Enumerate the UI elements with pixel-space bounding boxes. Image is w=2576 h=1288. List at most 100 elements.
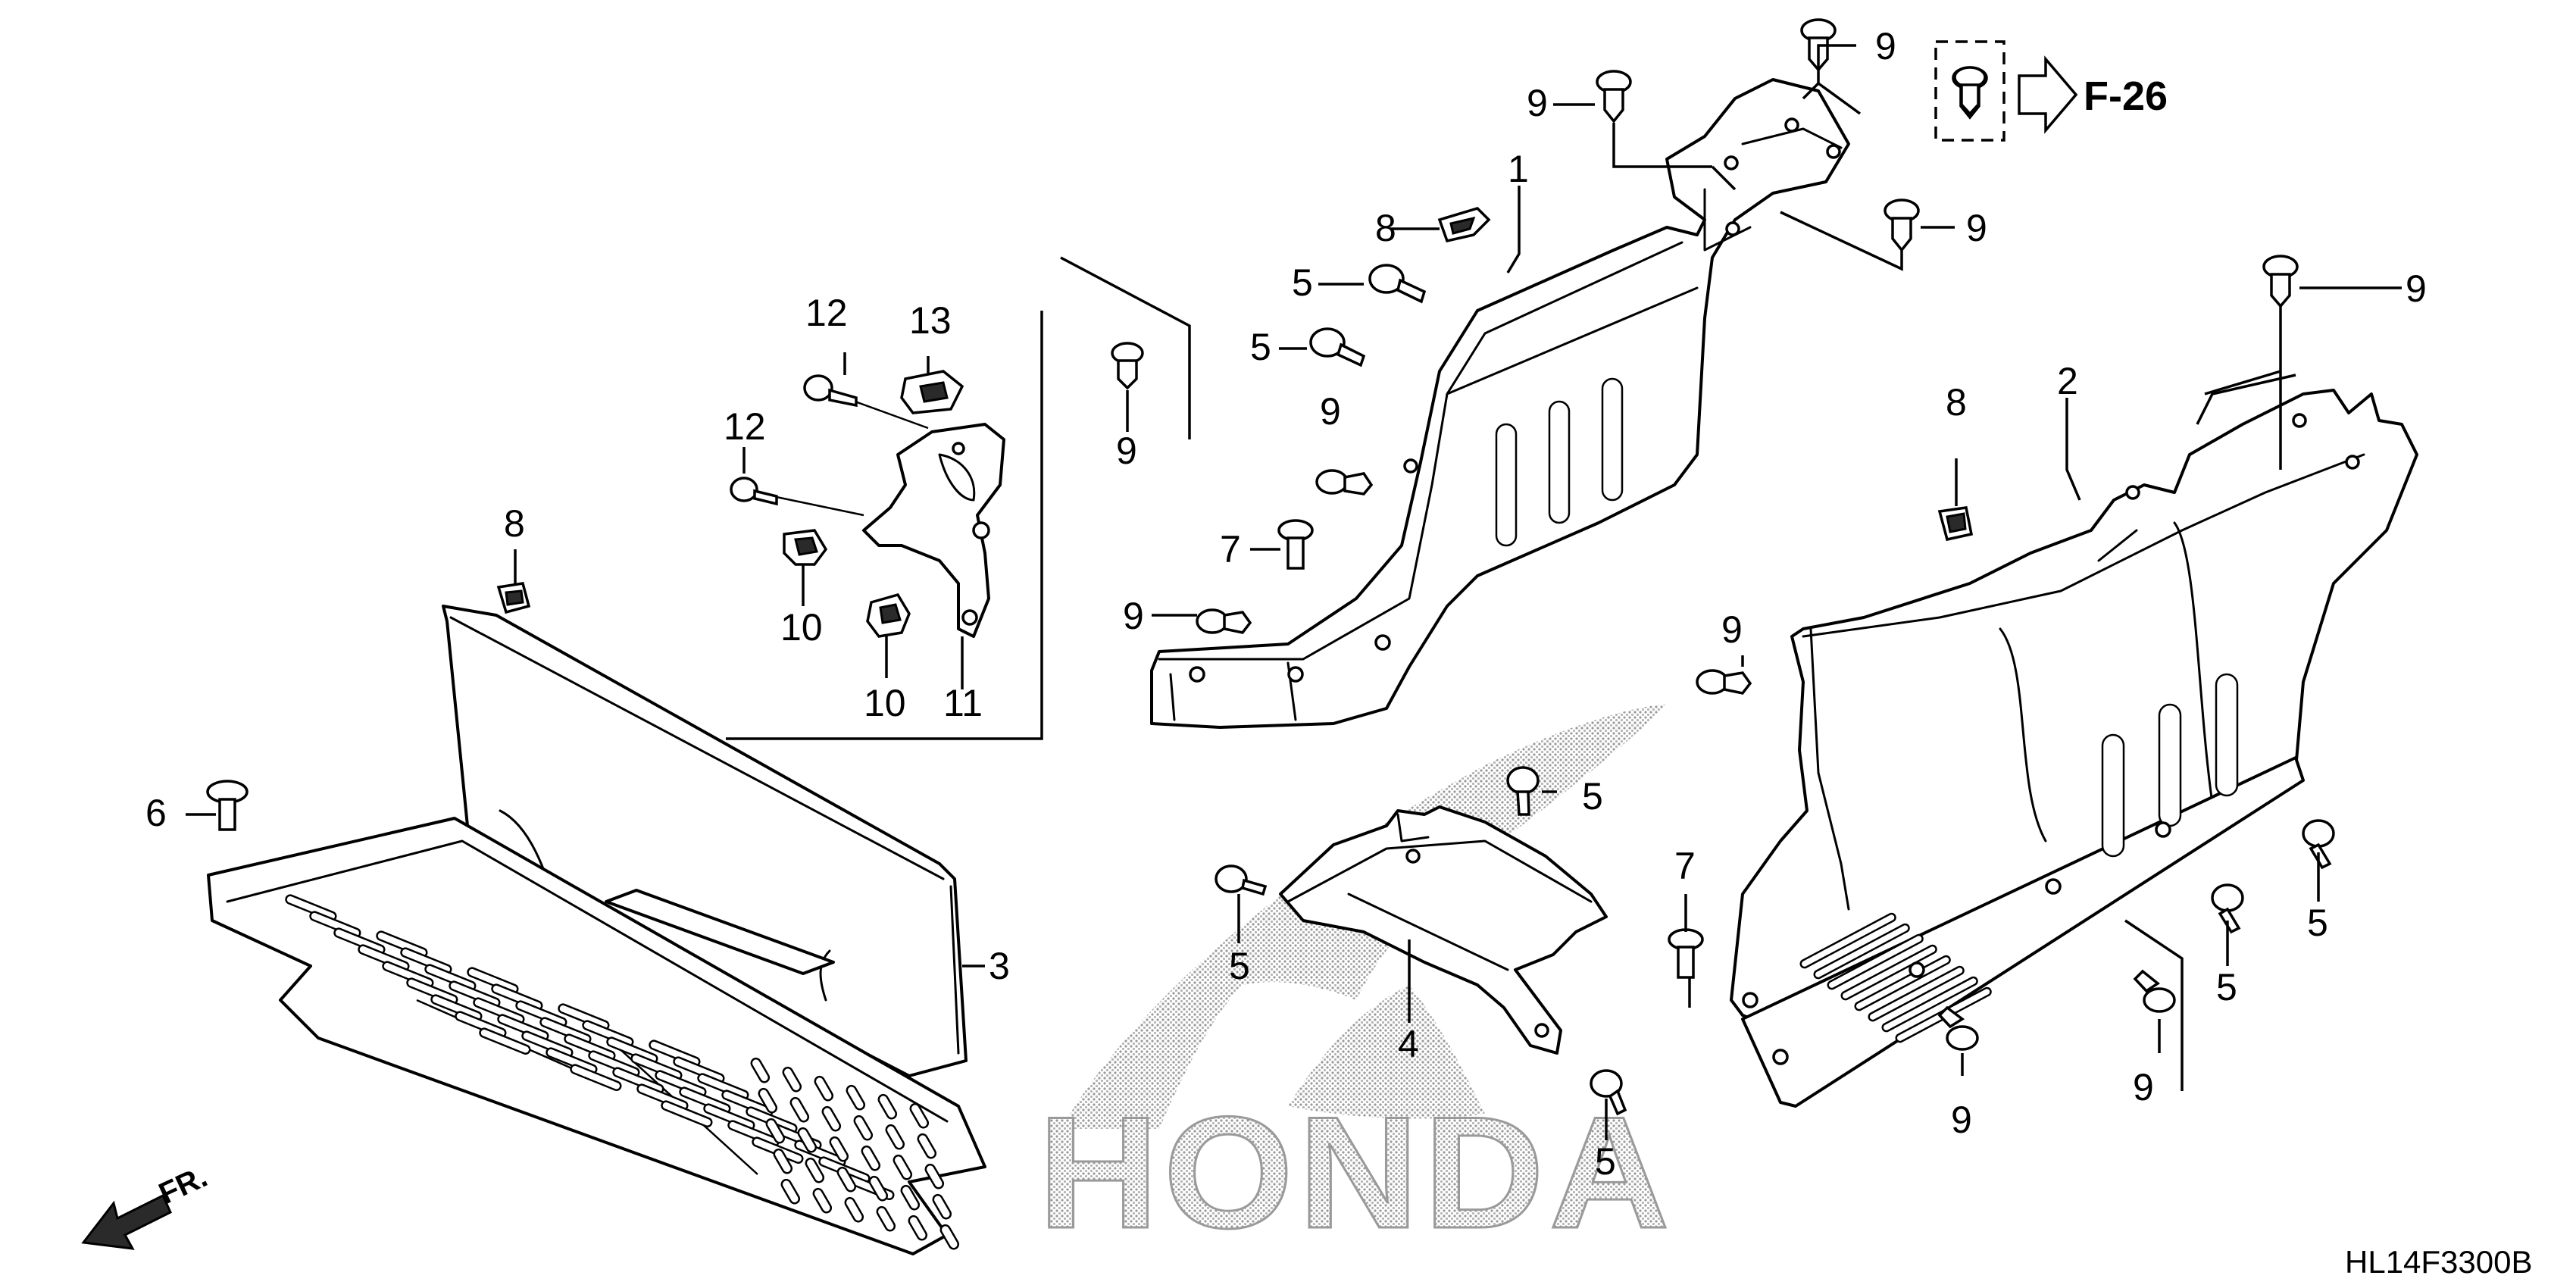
bolt-part-5-f bbox=[2211, 883, 2244, 934]
vent-slot bbox=[455, 1011, 507, 1039]
vent-slot bbox=[582, 1020, 634, 1048]
cross-ref-clip bbox=[1953, 66, 1987, 116]
bolt-part-5-d bbox=[1215, 864, 1268, 896]
vent-slot bbox=[750, 1057, 771, 1083]
callout-5-b: 5 bbox=[1250, 326, 1271, 368]
bolt-part-5-g bbox=[2302, 819, 2335, 870]
vent-slot bbox=[853, 1114, 874, 1141]
vent-slot bbox=[1854, 955, 1951, 1011]
vent-slot bbox=[358, 944, 410, 972]
cross-ref-dashed-box bbox=[1934, 40, 2005, 142]
bolt-part-5-b bbox=[1309, 327, 1366, 367]
clip-part-8-b bbox=[496, 582, 531, 614]
vent-slot bbox=[876, 1205, 896, 1232]
callout-11: 11 bbox=[943, 682, 983, 724]
vent-slot bbox=[932, 1193, 952, 1220]
vent-slot bbox=[782, 1066, 802, 1093]
vent-slot bbox=[430, 994, 483, 1022]
vent-slot bbox=[424, 964, 477, 992]
callout-5-c: 5 bbox=[1582, 775, 1603, 818]
bracket-part-4 bbox=[1279, 805, 1608, 1055]
vent-slot bbox=[877, 1093, 898, 1120]
cover-rib bbox=[2215, 673, 2239, 797]
callout-7-b: 7 bbox=[1674, 845, 1696, 887]
bolt-part-7-b bbox=[1668, 928, 1704, 979]
cross-reference-label: F-26 bbox=[2084, 73, 2168, 119]
vent-slot bbox=[780, 1178, 801, 1205]
callout-13: 13 bbox=[909, 299, 952, 342]
vent-slot bbox=[612, 1067, 664, 1095]
callout-9-a: 9 bbox=[1527, 82, 1548, 124]
push-clip-part-9-f bbox=[1315, 469, 1374, 496]
screw-part-12-upper bbox=[803, 374, 858, 408]
push-clip-part-9-d bbox=[1884, 199, 1920, 252]
vent-slot bbox=[1840, 944, 1937, 1001]
vent-slot bbox=[812, 1187, 833, 1214]
front-direction-indicator: FR. bbox=[81, 1160, 212, 1250]
vent-slot bbox=[805, 1157, 825, 1183]
clip-part-13 bbox=[900, 370, 964, 414]
vent-slot bbox=[515, 1000, 567, 1028]
vent-slot bbox=[836, 1166, 857, 1193]
vent-slot bbox=[846, 1084, 866, 1111]
callout-labels: 1 2 3 4 5 5 5 5 5 5 5 6 7 7 8 8 8 9 9 9 … bbox=[145, 25, 2427, 1183]
callout-9-i: 9 bbox=[1951, 1099, 1972, 1141]
vent-slot bbox=[917, 1133, 937, 1159]
vent-slot bbox=[467, 967, 519, 995]
vent-slot bbox=[829, 1136, 849, 1162]
vent-slot bbox=[655, 1070, 707, 1098]
cover-rib bbox=[1601, 377, 1624, 502]
vent-slot bbox=[1827, 933, 1924, 990]
cover-1-ribs bbox=[1495, 377, 1624, 547]
vent-slot bbox=[697, 1073, 749, 1101]
vent-slot bbox=[309, 911, 361, 939]
vent-slot bbox=[473, 997, 525, 1025]
side-cover-part-2 bbox=[1730, 389, 2418, 1108]
side-cover-part-2-body bbox=[1730, 389, 2418, 1100]
callout-9-d: 9 bbox=[2406, 267, 2427, 310]
vent-slot bbox=[773, 1148, 793, 1174]
vent-slot bbox=[797, 1127, 818, 1153]
vent-slot bbox=[497, 1014, 549, 1042]
callout-5-d: 5 bbox=[1229, 945, 1250, 987]
honda-watermark: HONDA bbox=[1037, 705, 1671, 1263]
vent-slot bbox=[491, 983, 543, 1011]
callout-7-a: 7 bbox=[1220, 528, 1241, 571]
callout-9-j: 9 bbox=[2133, 1066, 2154, 1108]
vent-slot bbox=[861, 1145, 881, 1171]
callout-2: 2 bbox=[2057, 360, 2078, 402]
push-clip-part-9-a bbox=[1596, 70, 1632, 123]
clip-part-8-a bbox=[1437, 207, 1491, 243]
vent-slot bbox=[679, 1086, 731, 1114]
vent-slot bbox=[479, 1027, 531, 1055]
vent-slot bbox=[893, 1154, 913, 1180]
vent-slot bbox=[285, 894, 337, 922]
vent-slot bbox=[539, 1017, 592, 1045]
callout-9-h: 9 bbox=[1721, 608, 1743, 651]
side-cover-part-2-skirt bbox=[1741, 756, 2305, 1108]
floor-panel-part-3 bbox=[207, 605, 986, 1255]
cross-ref-arrow-icon bbox=[2018, 55, 2078, 134]
callout-12-a: 12 bbox=[805, 292, 848, 334]
clip-part-8-c bbox=[1937, 506, 1974, 542]
vent-slot bbox=[765, 1118, 786, 1144]
clip-part-10-upper bbox=[783, 529, 828, 566]
vent-slot bbox=[727, 1120, 780, 1148]
vent-slot bbox=[630, 1053, 683, 1081]
vent-slot bbox=[673, 1056, 725, 1084]
push-clip-part-9-e bbox=[1111, 342, 1144, 390]
vent-slot bbox=[1799, 912, 1896, 969]
vent-slot bbox=[868, 1175, 889, 1202]
vent-slot bbox=[758, 1087, 778, 1114]
vent-slot bbox=[789, 1096, 810, 1123]
bracket-part-4-body bbox=[1279, 805, 1608, 1055]
push-clip-part-9-h bbox=[2262, 255, 2299, 308]
vent-slot bbox=[606, 1036, 658, 1064]
callout-9-b: 9 bbox=[1875, 25, 1896, 67]
vent-slot bbox=[570, 1064, 622, 1092]
callout-10-a: 10 bbox=[780, 606, 823, 649]
push-clip-part-9-j bbox=[1937, 1005, 1979, 1051]
vent-slot bbox=[449, 980, 501, 1008]
vent-slot bbox=[703, 1103, 755, 1131]
callout-5-g: 5 bbox=[2307, 902, 2328, 944]
